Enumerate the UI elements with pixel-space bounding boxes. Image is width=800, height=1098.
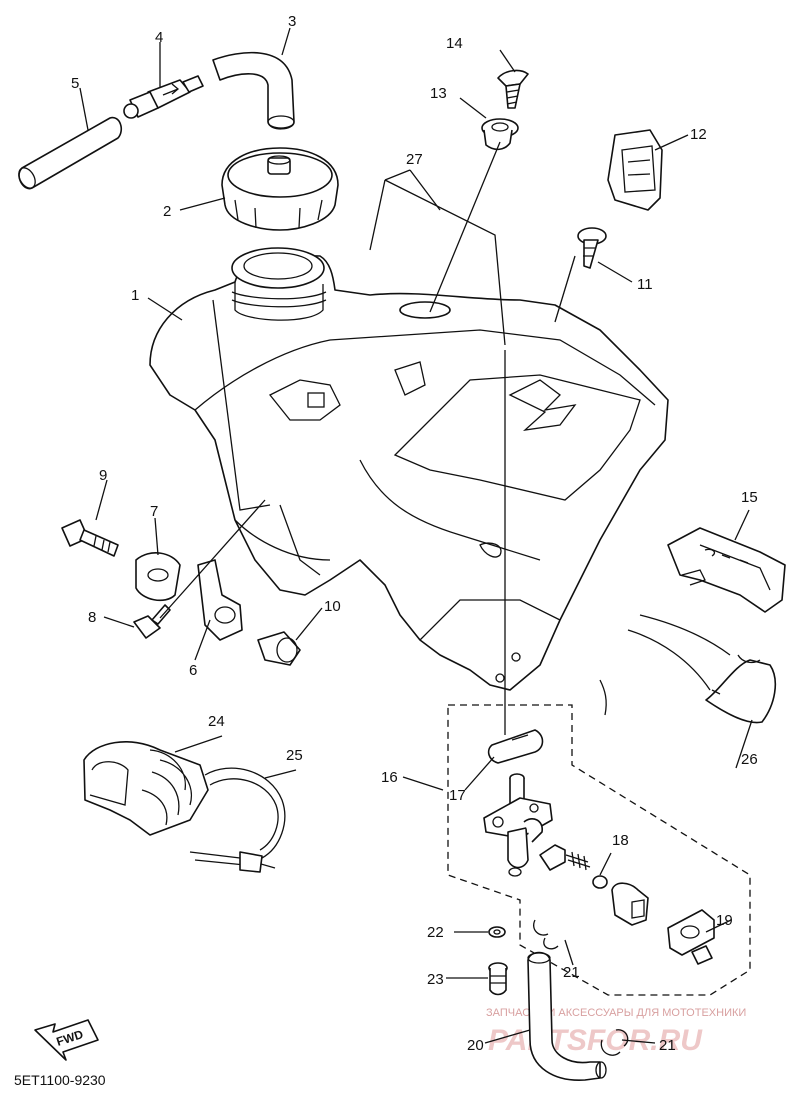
clip-21: [533, 919, 629, 1056]
breather-hose: [212, 51, 295, 130]
callout-5: 5: [71, 75, 79, 92]
screw-11: [577, 227, 607, 269]
callout-18: 18: [612, 832, 629, 849]
callout-27: 27: [406, 151, 423, 168]
cover-15: [667, 527, 786, 613]
damper-26: [599, 614, 777, 724]
clip-12: [607, 129, 663, 211]
callout-1: 1: [131, 287, 139, 304]
damper-7: [135, 552, 181, 602]
diagram-code: 5ET1100-9230: [14, 1072, 106, 1088]
callout-21: 21: [563, 964, 580, 981]
leader-lines: [79, 27, 753, 1044]
filter-17: [487, 729, 544, 764]
bolt-8: [133, 604, 171, 639]
lever-parts: [539, 844, 649, 926]
washer-22: [488, 926, 506, 938]
collar-13: [481, 118, 519, 151]
callout-8: 8: [88, 609, 96, 626]
callout-6: 6: [189, 662, 197, 679]
callout-10: 10: [324, 598, 341, 615]
hose: [18, 116, 122, 190]
fuel-cock-assembly-outline: [447, 704, 751, 996]
tank-cap: [221, 147, 339, 231]
callout-16: 16: [381, 769, 398, 786]
callout-9: 9: [99, 467, 107, 484]
collar-10: [257, 631, 301, 666]
bolt-23: [488, 962, 508, 996]
callout-25: 25: [286, 747, 303, 764]
fuel-hose-20: [527, 951, 607, 1081]
callout-7: 7: [150, 503, 158, 520]
callout-19: 19: [716, 912, 733, 929]
callout-15: 15: [741, 489, 758, 506]
callout-2: 2: [163, 203, 171, 220]
callout-27-top: [384, 169, 441, 211]
callout-22: 22: [427, 924, 444, 941]
fuel-tank: [149, 247, 669, 691]
bracket-6: [197, 559, 243, 641]
watermark-caption: ЗАПЧАСТИ И АКСЕССУАРЫ ДЛЯ МОТОТЕХНИКИ: [486, 1007, 746, 1019]
callout-21-lower: 21: [659, 1037, 676, 1054]
callout-24: 24: [208, 713, 225, 730]
callout-14: 14: [446, 35, 463, 52]
callout-3: 3: [288, 13, 296, 30]
callout-17: 17: [449, 787, 466, 804]
clip-25: [189, 767, 286, 873]
callout-26: 26: [741, 751, 758, 768]
callout-4: 4: [155, 29, 163, 46]
plate-19: [667, 909, 715, 965]
callout-labels: 1 2 3 4 5 6 7 8 9 10 11 12 13 14 15 16 1…: [71, 13, 758, 1054]
fwd-arrow: FWD: [34, 1019, 99, 1061]
callout-23: 23: [427, 971, 444, 988]
callout-20: 20: [467, 1037, 484, 1054]
callout-27-bracket: [384, 179, 506, 346]
callout-12: 12: [690, 126, 707, 143]
callout-13: 13: [430, 85, 447, 102]
watermark-brand: PARTSFOR.RU: [488, 1024, 703, 1057]
callout-27-left: [369, 179, 386, 251]
screw-14: [497, 69, 529, 109]
bolt-9: [61, 519, 119, 557]
check-valve: [123, 75, 204, 119]
fuel-cock: [483, 773, 553, 877]
callout-11: 11: [637, 276, 653, 293]
spring-24: [83, 741, 209, 836]
